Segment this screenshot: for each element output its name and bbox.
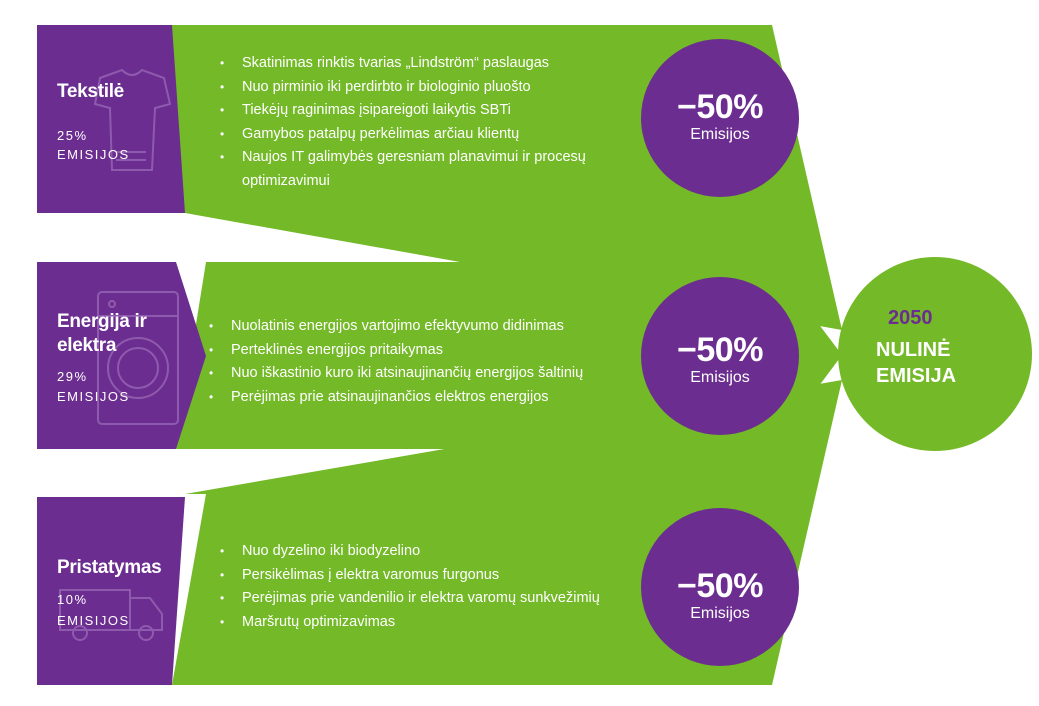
category-title-energy: Energija ir elektra <box>57 311 147 356</box>
list-item: Maršrutų optimizavimas <box>218 611 638 635</box>
list-item: Nuo pirminio iki perdirbto ir biologinio… <box>218 76 618 100</box>
list-item: Naujos IT galimybės geresniam planavimui… <box>218 146 618 193</box>
list-item: Gamybos patalpų perkėlimas arčiau klient… <box>218 123 618 147</box>
bullet-list-delivery: Nuo dyzelino iki biodyzelino Persikėlima… <box>218 540 638 634</box>
tshirt-icon <box>93 68 172 171</box>
washing-machine-icon <box>97 291 179 425</box>
list-item: Tiekėjų raginimas įsipareigoti laikytis … <box>218 99 618 123</box>
goal-circle <box>838 257 1032 451</box>
category-unit-textile: EMISIJOS <box>57 147 130 162</box>
reduction-value: −50% <box>677 88 763 126</box>
list-item: Nuo dyzelino iki biodyzelino <box>218 540 638 564</box>
list-item: Persikėlimas į elektra varomus furgonus <box>218 564 638 588</box>
reduction-value: −50% <box>677 567 763 605</box>
category-percent-delivery: 10% <box>57 592 88 607</box>
list-item: Nuolatinis energijos vartojimo efektyvum… <box>207 315 637 339</box>
goal-line-1: NULINĖ <box>876 339 951 361</box>
goal-text: 2050 NULINĖ EMISIJA <box>858 305 1012 389</box>
reduction-label: Emisijos <box>690 369 750 386</box>
reduction-text-textile: −50% Emisijos <box>641 88 799 144</box>
list-item: Nuo iškastinio kuro iki atsinaujinančių … <box>207 362 637 386</box>
category-unit-delivery: EMISIJOS <box>57 613 130 628</box>
goal-line-2: EMISIJA <box>876 365 957 387</box>
reduction-label: Emisijos <box>690 605 750 622</box>
bullet-list-textile: Skatinimas rinktis tvarias „Lindström“ p… <box>218 52 618 193</box>
category-title-delivery: Pristatymas <box>57 557 162 578</box>
category-percent-energy: 29% <box>57 369 88 384</box>
list-item: Perteklinės energijos pritaikymas <box>207 339 637 363</box>
reduction-text-delivery: −50% Emisijos <box>641 567 799 623</box>
reduction-circle-textile <box>641 39 799 197</box>
bullet-list-energy: Nuolatinis energijos vartojimo efektyvum… <box>207 315 637 409</box>
reduction-label: Emisijos <box>690 126 750 143</box>
category-unit-energy: EMISIJOS <box>57 389 130 404</box>
category-percent-textile: 25% <box>57 128 88 143</box>
reduction-value: −50% <box>677 331 763 369</box>
truck-icon <box>59 589 163 641</box>
list-item: Perėjimas prie vandenilio ir elektra var… <box>218 587 638 611</box>
list-item: Perėjimas prie atsinaujinančios elektros… <box>207 386 637 410</box>
reduction-circle-delivery <box>641 508 799 666</box>
goal-year: 2050 <box>888 307 933 329</box>
reduction-circle-energy <box>641 277 799 435</box>
category-title-textile: Tekstilė <box>57 81 124 102</box>
reduction-text-energy: −50% Emisijos <box>641 331 799 387</box>
list-item: Skatinimas rinktis tvarias „Lindström“ p… <box>218 52 618 76</box>
